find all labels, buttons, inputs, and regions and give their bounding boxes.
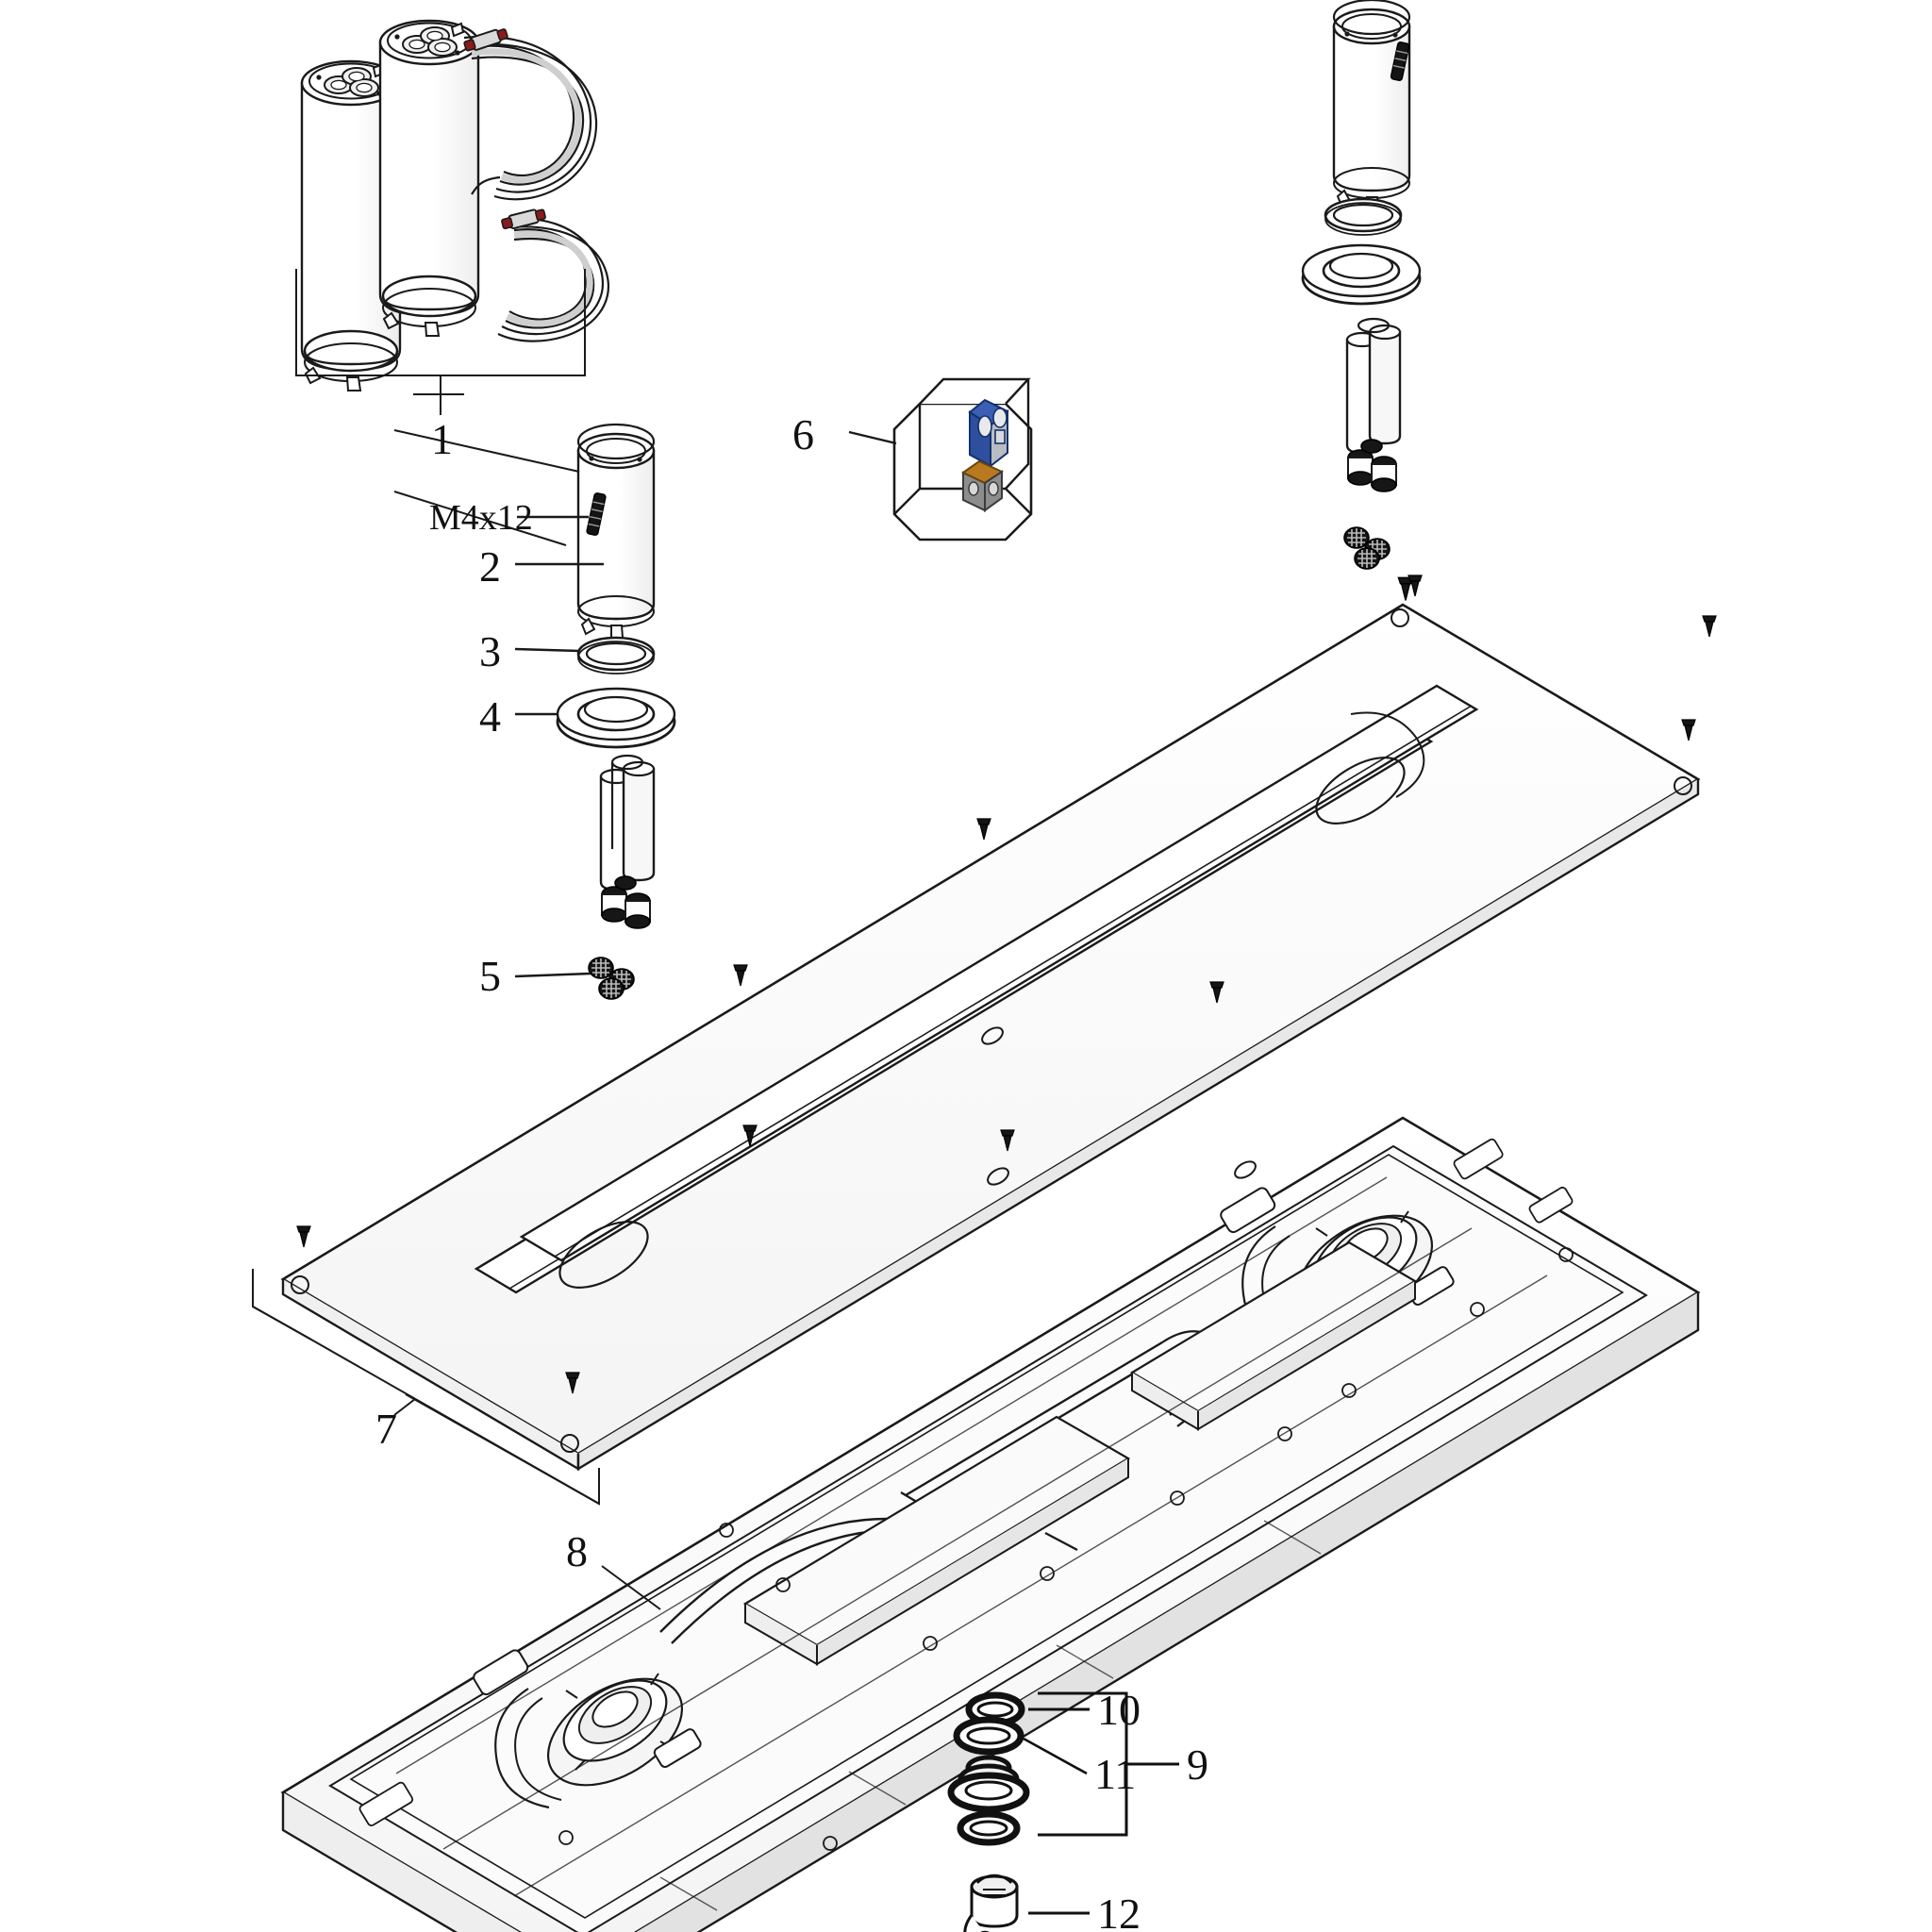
callout-label-m4x12: M4x12 <box>429 498 533 538</box>
part-12-cartridge-filter <box>963 1874 1019 1932</box>
callout-label-2: 2 <box>479 542 501 591</box>
callout-label-5: 5 <box>479 952 501 1000</box>
part-5-set-screws <box>588 957 635 1000</box>
callout-label-3: 3 <box>479 627 501 675</box>
screw-right-sleeve <box>1390 42 1410 81</box>
part-3-thin-o-ring <box>576 636 656 675</box>
reservoir-boxes <box>742 1241 1418 1666</box>
callout-leader-lines <box>514 430 897 978</box>
callout-label-1: 1 <box>431 415 453 463</box>
led-cylinder-right <box>378 19 480 338</box>
callout-label-4: 4 <box>479 692 501 741</box>
inner-tubes-and-nozzles-left <box>599 754 656 929</box>
led-cylinder-left <box>300 59 402 392</box>
callout-label-7: 7 <box>375 1405 397 1453</box>
pump-module-left <box>473 1649 702 1809</box>
part-4-flange-gasket <box>556 687 676 749</box>
connector-blue <box>968 398 1009 469</box>
hose-coil-lower <box>497 208 609 342</box>
part-6-connector-kit-box <box>892 377 1033 541</box>
connector-orange <box>961 459 1005 512</box>
hose-connector-upper <box>463 28 508 52</box>
callout-label-8: 8 <box>566 1527 588 1575</box>
part-7-top-cover-panel <box>252 575 1717 1506</box>
part-9-seal-kit-group <box>947 1691 1179 1932</box>
right-cylinder-stack <box>1301 0 1422 602</box>
part-8-chassis-assembly <box>280 1116 1701 1932</box>
hose-connector-lower <box>501 208 546 230</box>
screw-m4x12-part <box>586 492 607 536</box>
chassis-fittings <box>358 1138 1574 1851</box>
callout-label-11: 11 <box>1094 1750 1137 1798</box>
callout-label-10: 10 <box>1097 1686 1141 1734</box>
nozzle-cluster-left <box>601 875 651 929</box>
hose-coil-upper <box>463 28 598 201</box>
callout-label-9: 9 <box>1187 1740 1208 1789</box>
callout-leaders <box>393 393 580 546</box>
callout-label-12: 12 <box>1097 1890 1141 1932</box>
callout-label-6: 6 <box>792 410 814 458</box>
part-11-seal-stack <box>947 1716 1030 1846</box>
part-2-sleeve-cylinder <box>576 423 656 639</box>
part-1-led-cylinder-assembly <box>295 19 609 415</box>
